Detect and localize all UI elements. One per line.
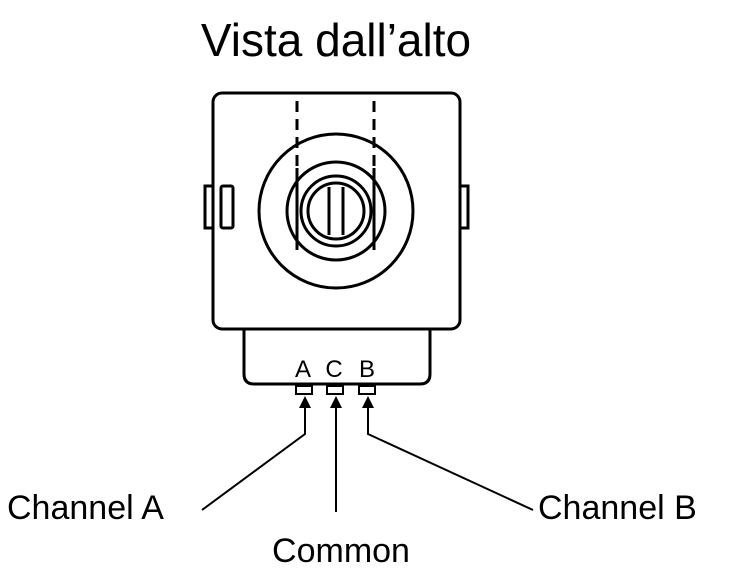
arrow-channel-a	[201, 396, 311, 511]
shaft-middle-ring	[285, 160, 387, 262]
pin-label-c: C	[325, 356, 342, 383]
pin-label-a: A	[295, 356, 311, 383]
shaft	[295, 168, 376, 250]
pin-terminal-a	[295, 385, 313, 395]
pin-terminal-b	[358, 385, 376, 395]
diagram-title: Vista dall’alto	[201, 14, 471, 66]
shaft-outer-ring	[257, 132, 415, 290]
pin-terminal-c	[326, 385, 344, 395]
encoder-body: A C B	[203, 91, 470, 395]
arrow-channel-b	[362, 396, 534, 511]
label-common: Common	[272, 532, 410, 570]
pin-label-b: B	[359, 356, 375, 383]
left-mounting-tab	[203, 184, 235, 230]
label-channel-b: Channel B	[538, 489, 697, 527]
leader-arrows	[201, 396, 534, 512]
connector-housing	[242, 329, 432, 386]
right-mounting-tab	[460, 184, 470, 230]
label-channel-a: Channel A	[7, 489, 164, 527]
